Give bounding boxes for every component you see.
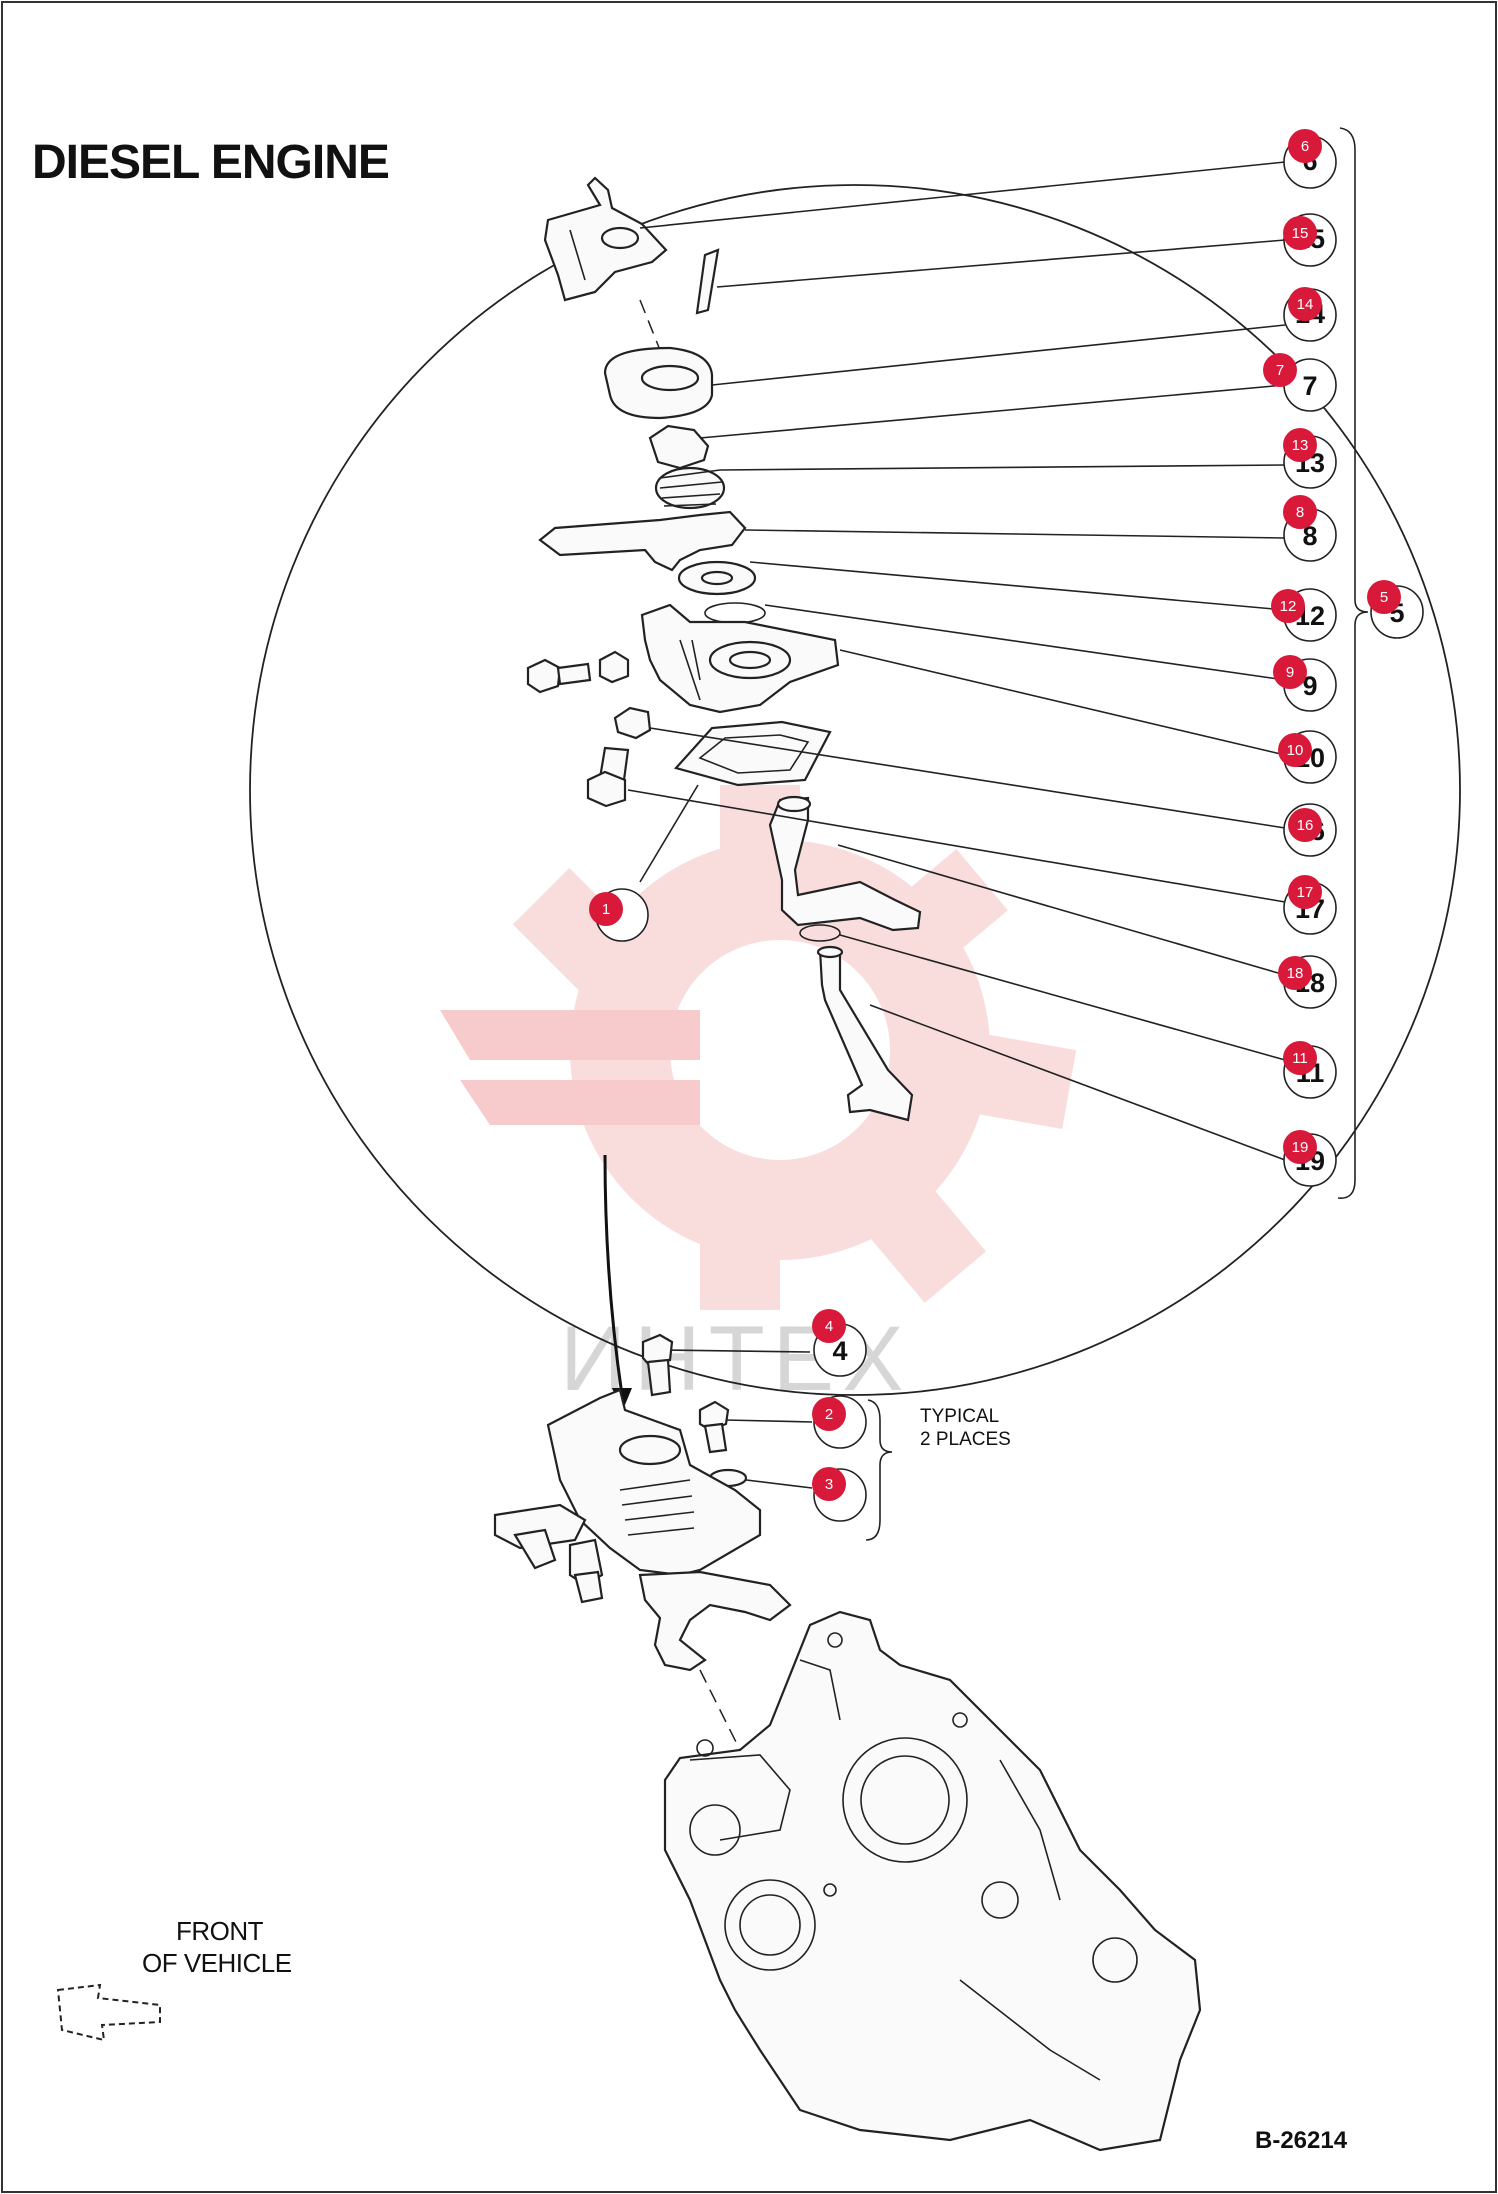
svg-text:4: 4 [825, 1318, 833, 1335]
front-label-line2: OF VEHICLE [142, 1948, 292, 1978]
governor-assembly-part [493, 1388, 792, 1672]
svg-text:7: 7 [1276, 362, 1284, 379]
spring-part [654, 466, 726, 510]
callout-badge: 2 [812, 1397, 846, 1431]
lower-assembly [493, 1333, 1202, 2152]
bolt-17-part [586, 746, 630, 808]
svg-text:12: 12 [1280, 598, 1297, 615]
watermark-logo [440, 785, 1077, 1310]
svg-text:13: 13 [1292, 437, 1309, 454]
callout-badge: 16 [1288, 808, 1322, 842]
callout-badge: 9 [1273, 655, 1307, 689]
svg-text:19: 19 [1292, 1139, 1309, 1156]
engine-block-part [663, 1610, 1202, 2152]
typical-note-line1: TYPICAL [920, 1406, 999, 1427]
svg-text:16: 16 [1297, 817, 1314, 834]
callout-badge: 18 [1278, 956, 1312, 990]
svg-text:2: 2 [825, 1406, 833, 1423]
callout-badge: 17 [1288, 875, 1322, 909]
nut-16-part [613, 706, 652, 740]
nut-part [648, 424, 710, 470]
callout-badge: 19 [1283, 1130, 1317, 1164]
callout-badge: 4 [812, 1309, 846, 1343]
svg-text:3: 3 [825, 1476, 833, 1493]
front-label-line1: FRONT [176, 1916, 264, 1946]
o-ring-part [704, 602, 766, 624]
ref-8: 8 [1302, 521, 1317, 551]
bolt-2-part [698, 1400, 730, 1454]
lever-part [538, 510, 747, 572]
callout-badges: 6 15 14 7 13 8 12 9 10 16 17 18 11 19 5 … [589, 129, 1401, 1501]
typical-note-line2: 2 PLACES [920, 1429, 1011, 1450]
callout-badge: 14 [1288, 287, 1322, 321]
housing-part [640, 603, 840, 714]
svg-text:15: 15 [1292, 225, 1309, 242]
svg-text:1: 1 [602, 901, 610, 918]
upper-exploded-parts [526, 176, 922, 1122]
bolt-horizontal-part [526, 650, 630, 694]
callout-badge: 13 [1283, 428, 1317, 462]
svg-text:5: 5 [1380, 589, 1388, 606]
lower-shaft-part [816, 945, 914, 1122]
svg-text:10: 10 [1287, 742, 1304, 759]
ref-9: 9 [1302, 671, 1317, 701]
callout-badge: 7 [1263, 353, 1297, 387]
callout-badge: 5 [1367, 580, 1401, 614]
spacer-part [603, 346, 714, 420]
callout-badge: 1 [589, 892, 623, 926]
leader-lines [627, 161, 1286, 1489]
svg-text:11: 11 [1292, 1050, 1308, 1067]
svg-text:18: 18 [1287, 965, 1304, 982]
callout-badge: 8 [1283, 495, 1317, 529]
detail-circle [249, 184, 1461, 1396]
callout-badge: 10 [1278, 733, 1312, 767]
front-arrow-icon [56, 1983, 161, 2042]
svg-text:6: 6 [1301, 138, 1309, 155]
ref-4: 4 [832, 1336, 847, 1366]
callout-badge: 3 [812, 1467, 846, 1501]
bolt-4-part [641, 1333, 674, 1397]
ref-7: 7 [1302, 371, 1317, 401]
svg-text:8: 8 [1296, 504, 1304, 521]
figure-code: B-26214 [1255, 2127, 1348, 2154]
governor-bracket-part [543, 176, 668, 302]
callout-badge: 15 [1283, 216, 1317, 250]
roll-pin-part [695, 248, 720, 315]
callout-badge: 11 [1283, 1041, 1317, 1075]
callout-badge: 6 [1288, 129, 1322, 163]
shaft-arm-part [768, 795, 922, 932]
diagram-title: DIESEL ENGINE [32, 136, 389, 189]
small-o-ring-part [799, 924, 841, 942]
svg-text:9: 9 [1286, 664, 1294, 681]
svg-text:17: 17 [1297, 884, 1314, 901]
washer-part [677, 560, 757, 596]
callout-badge: 12 [1271, 589, 1305, 623]
svg-text:14: 14 [1297, 296, 1314, 313]
